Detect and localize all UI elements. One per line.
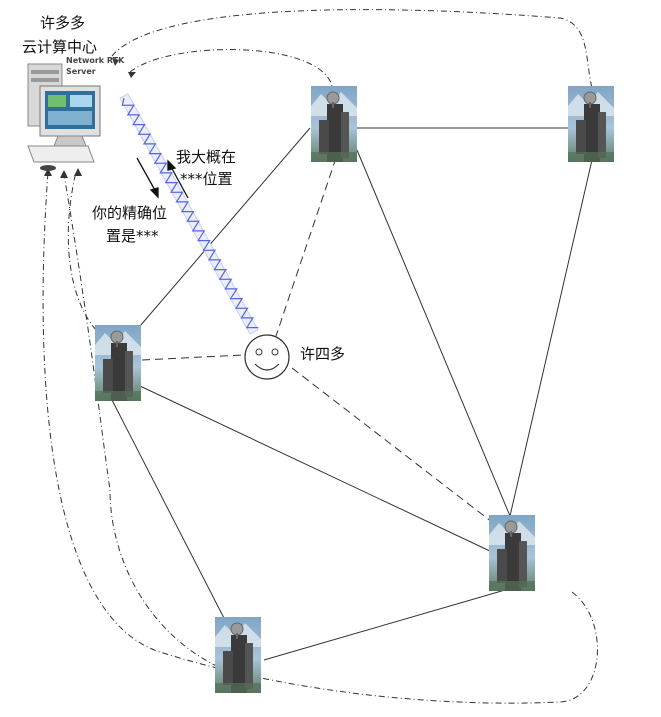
server-label-line2: Server xyxy=(66,67,96,76)
dashed-links xyxy=(141,157,493,523)
wireless-channel xyxy=(119,93,259,335)
link-server-s4 xyxy=(42,171,598,704)
base-station-2 xyxy=(567,85,615,163)
link-s2-s4 xyxy=(509,159,593,517)
base-station-5 xyxy=(214,616,262,694)
link-s5-s4 xyxy=(263,589,506,661)
dash-user-s3 xyxy=(141,354,244,361)
arrow-approx-head xyxy=(167,159,177,171)
link-s3-s5 xyxy=(111,399,227,623)
arrow-precise-head xyxy=(149,187,159,199)
link-s3-s4 xyxy=(139,385,493,553)
arrow-approx xyxy=(169,164,189,199)
precise-message-line2: 置是*** xyxy=(106,227,159,245)
arrow-precise xyxy=(136,157,157,193)
server-title-line2: 云计算中心 xyxy=(22,38,98,56)
message-arrows xyxy=(136,157,189,199)
server-label-line1: Network RTK xyxy=(66,56,125,65)
approx-message-line1: 我大概在 xyxy=(176,148,237,166)
dash-user-s1 xyxy=(275,157,337,337)
base-station-4 xyxy=(488,514,536,592)
server-arrowheads xyxy=(44,58,136,178)
dash-user-s4 xyxy=(291,367,493,523)
server-computer-icon xyxy=(27,63,101,171)
approx-message-line2: ***位置 xyxy=(180,170,233,188)
link-server-s1 xyxy=(129,49,333,87)
user-smiley-icon xyxy=(244,334,290,380)
server-title-line1: 许多多 xyxy=(40,14,86,32)
link-s1-s4 xyxy=(356,149,511,517)
wave-signal xyxy=(121,97,259,329)
link-s1-s3 xyxy=(139,127,311,327)
link-server-s2 xyxy=(111,9,593,89)
link-server-s5 xyxy=(63,173,231,673)
base-station-1 xyxy=(310,85,358,163)
solid-links xyxy=(111,127,593,661)
precise-message-line1: 你的精确位 xyxy=(92,204,168,222)
base-station-3 xyxy=(94,324,142,402)
user-name-label: 许四多 xyxy=(300,345,346,363)
link-server-s3 xyxy=(67,171,97,331)
